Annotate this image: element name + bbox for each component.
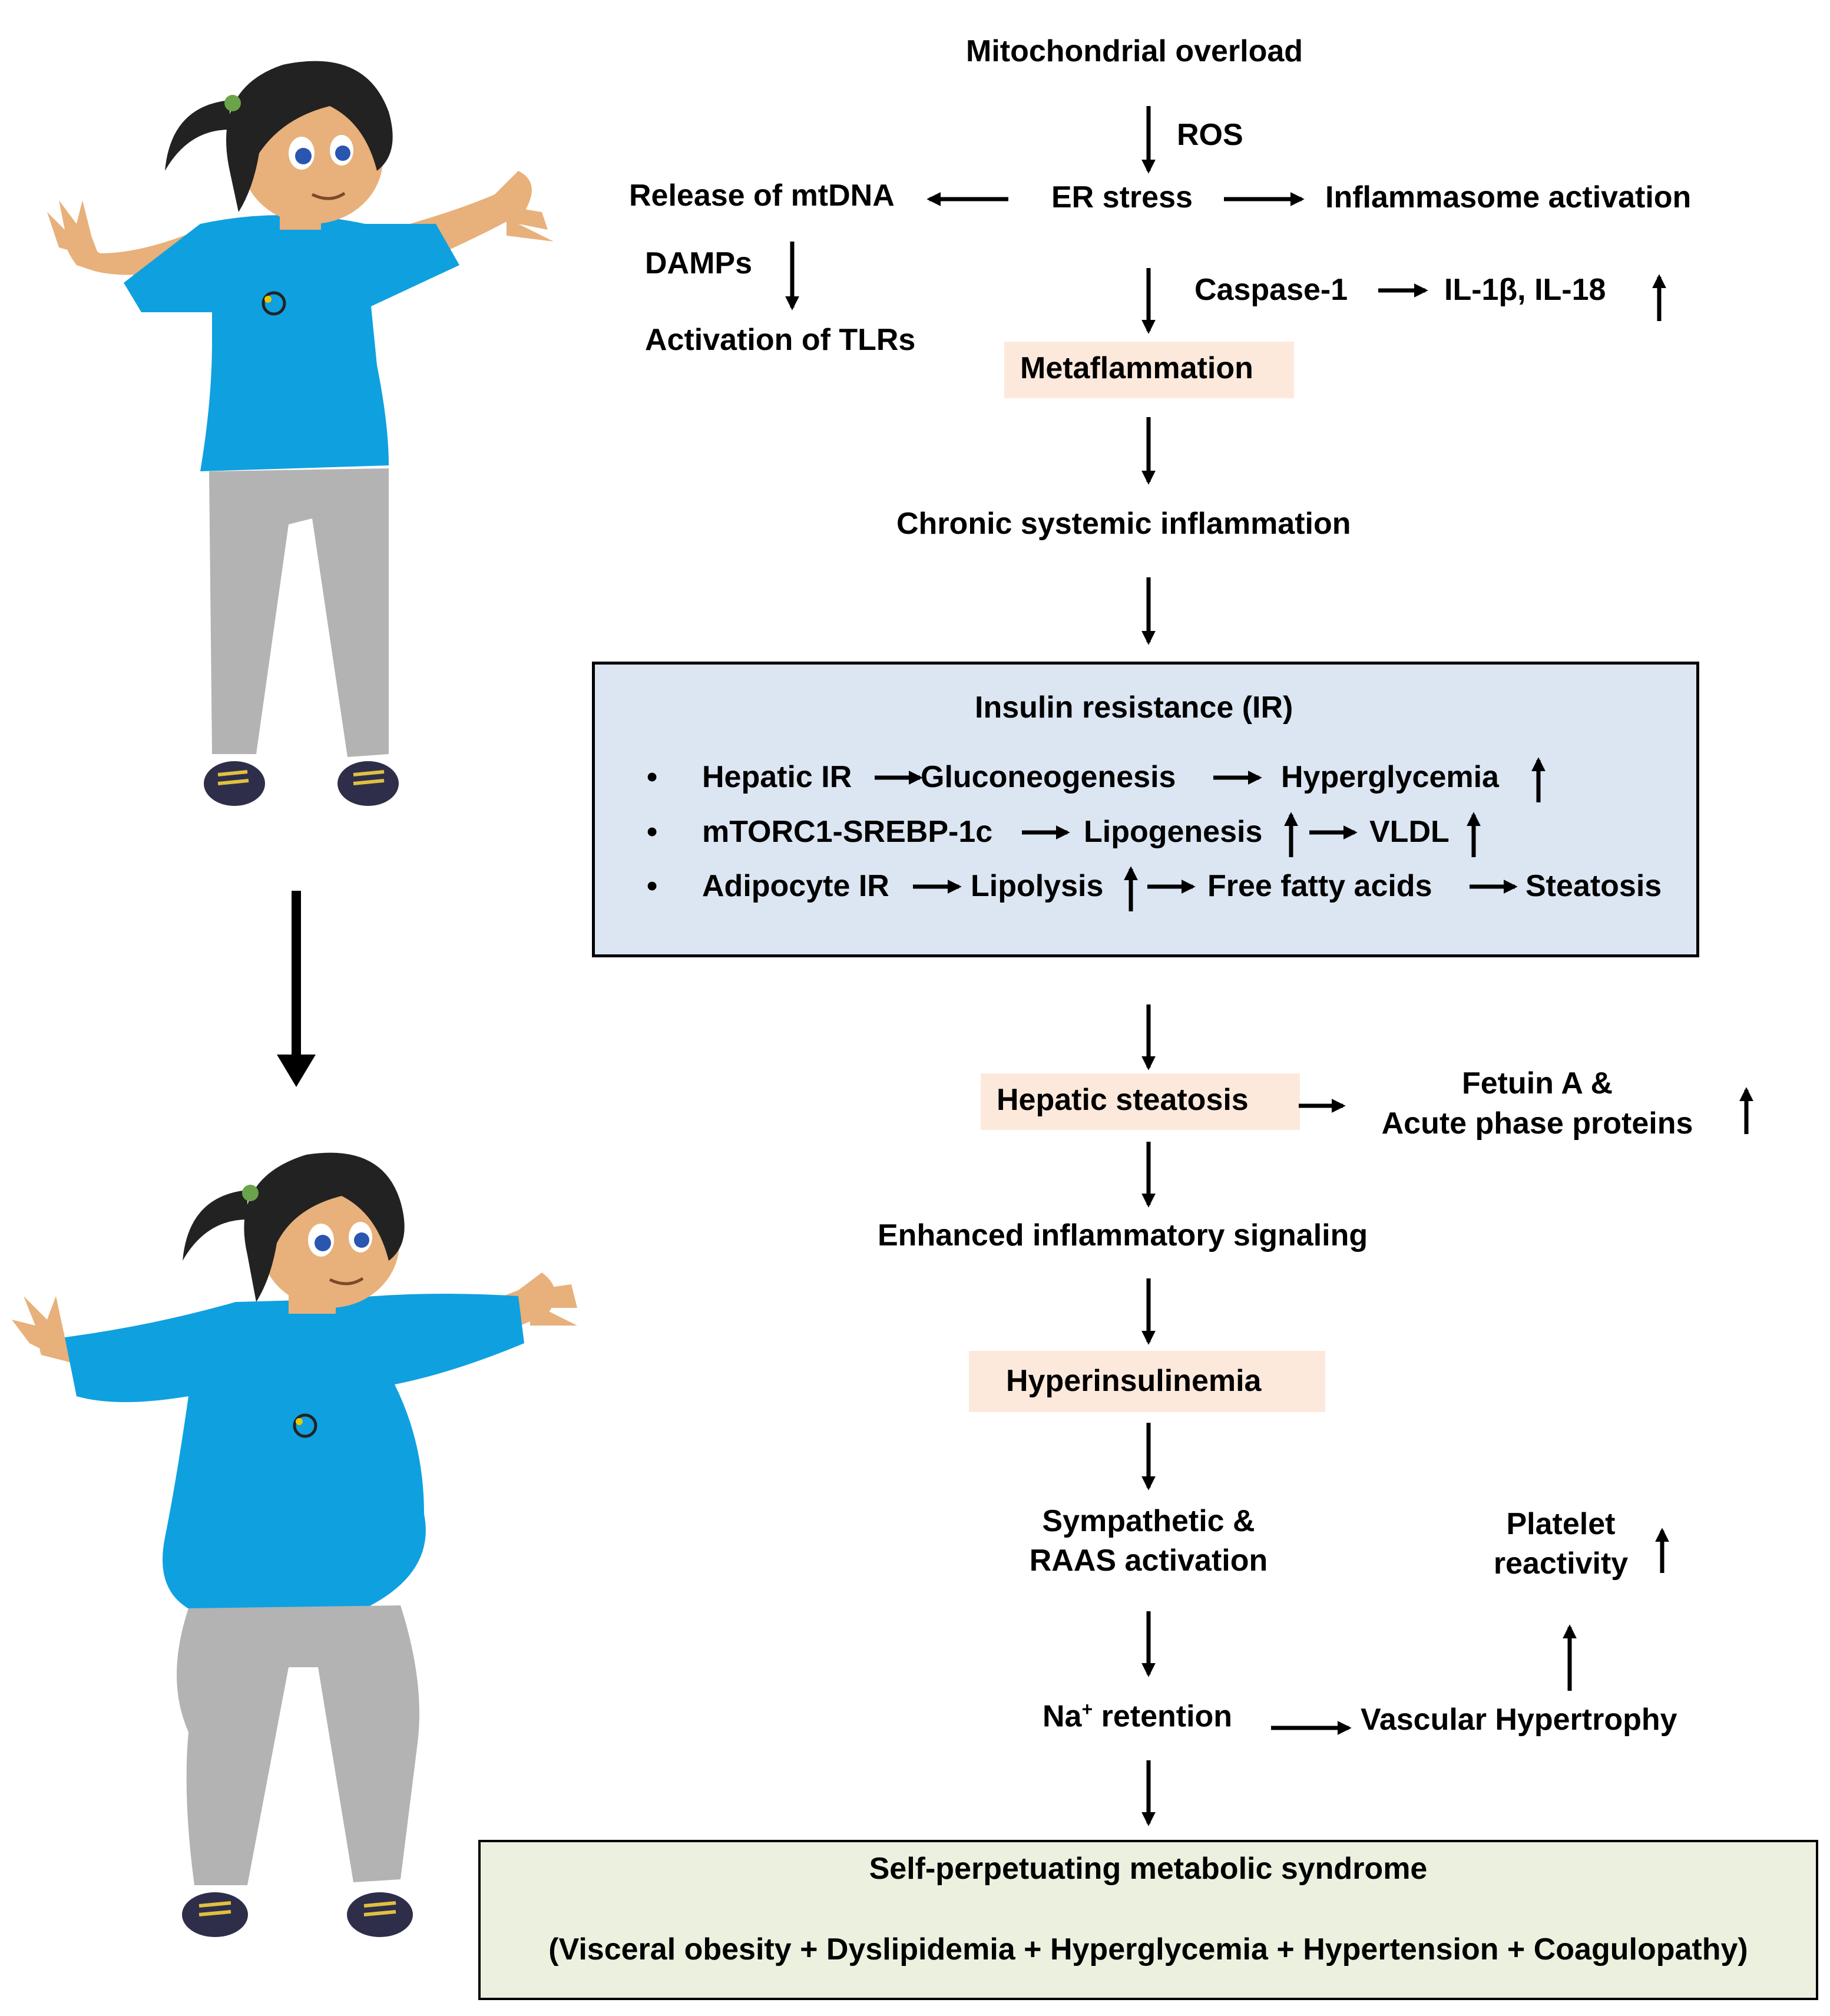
slim-person-figure [47, 61, 554, 806]
node-caspase-1: Caspase-1 [1194, 273, 1348, 307]
node-damps: DAMPs [645, 246, 753, 280]
ir-bullet-2: • [647, 815, 658, 849]
node-platelet-line2: reactivity [1493, 1546, 1629, 1581]
node-activation-tlrs: Activation of TLRs [645, 323, 916, 357]
node-fetuin-line2: Acute phase proteins [1381, 1106, 1693, 1141]
na-charge: + [1081, 1698, 1093, 1720]
node-metaflammation: Metaflammation [1020, 351, 1253, 385]
ir-row1-hepatic-ir: Hepatic IR [702, 760, 852, 794]
ir-bullet-3: • [647, 869, 658, 903]
syndrome-title: Self-perpetuating metabolic syndrome [869, 1852, 1428, 1886]
na-retention-text: retention [1093, 1699, 1233, 1734]
ir-row1-gluconeogenesis: Gluconeogenesis [921, 760, 1176, 794]
ir-row3-adipocyte-ir: Adipocyte IR [702, 869, 889, 903]
ir-row3-free-fatty-acids: Free fatty acids [1207, 869, 1432, 903]
ir-row2-lipogenesis: Lipogenesis [1084, 815, 1263, 849]
node-fetuin-line1: Fetuin A & [1461, 1066, 1613, 1100]
node-release-mtdna: Release of mtDNA [629, 179, 895, 213]
metabolic-syndrome-box [478, 1840, 1818, 2000]
hyperinsulinemia-highlight [969, 1351, 1325, 1412]
ir-box-title: Insulin resistance (IR) [975, 690, 1293, 725]
obese-person-figure [12, 1152, 577, 1937]
ir-row3-lipolysis: Lipolysis [971, 869, 1104, 903]
ir-row2-mtorc1: mTORC1-SREBP-1c [702, 815, 993, 849]
node-inflammasome-activation: Inflammasome activation [1325, 180, 1692, 214]
node-hyperinsulinemia: Hyperinsulinemia [1006, 1364, 1262, 1398]
node-hepatic-steatosis: Hepatic steatosis [997, 1083, 1249, 1117]
node-vascular-hypertrophy: Vascular Hypertrophy [1361, 1703, 1677, 1737]
metaflammation-highlight [1004, 342, 1294, 398]
syndrome-subtitle: (Visceral obesity + Dyslipidemia + Hyper… [548, 1932, 1748, 1967]
insulin-resistance-box [592, 662, 1699, 957]
node-mitochondrial-overload: Mitochondrial overload [966, 34, 1303, 68]
node-sympathetic-line2: RAAS activation [1029, 1544, 1268, 1578]
node-enhanced-inflammatory-signaling: Enhanced inflammatory signaling [878, 1218, 1368, 1252]
ir-bullet-1: • [647, 760, 658, 794]
ir-row3-steatosis: Steatosis [1525, 869, 1662, 903]
node-na-retention: Na+ retention [1043, 1698, 1232, 1734]
node-il1b-il18: IL-1β, IL-18 [1444, 273, 1606, 307]
arrow-figure-transition-head [277, 1055, 316, 1087]
node-ros: ROS [1177, 118, 1243, 152]
node-chronic-systemic-inflammation: Chronic systemic inflammation [896, 507, 1351, 541]
na-symbol: Na [1043, 1699, 1082, 1734]
node-er-stress: ER stress [1051, 180, 1193, 214]
node-platelet-line1: Platelet [1506, 1507, 1616, 1541]
hepatic-steatosis-highlight [981, 1073, 1300, 1130]
node-sympathetic-line1: Sympathetic & [1042, 1504, 1255, 1538]
ir-row2-vldl: VLDL [1369, 815, 1450, 849]
ir-row1-hyperglycemia: Hyperglycemia [1281, 760, 1499, 794]
